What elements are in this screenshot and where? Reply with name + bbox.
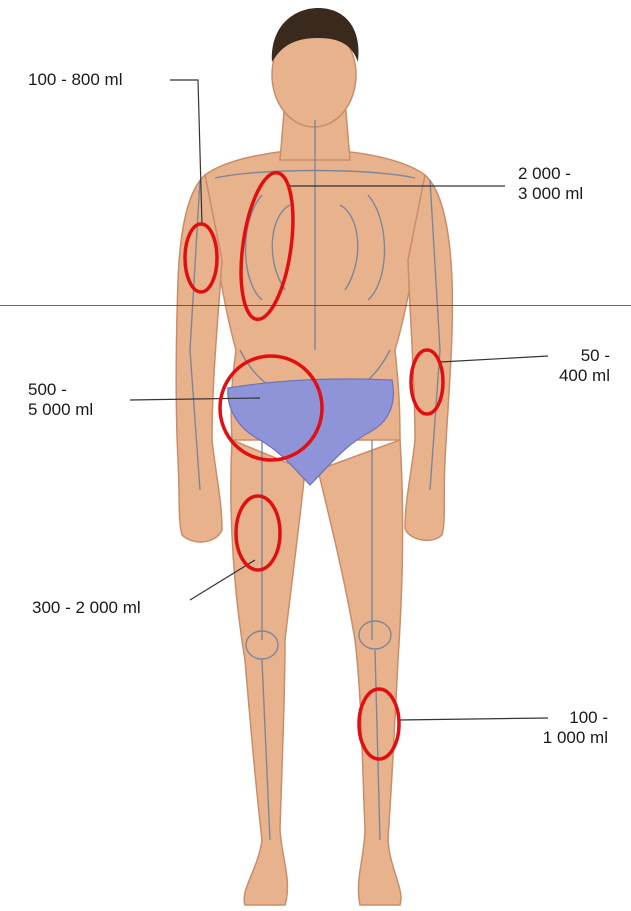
right-leg <box>318 440 403 905</box>
label-abdomen-pelvis: 500 - 5 000 ml <box>28 380 93 420</box>
label-lower-leg: 100 - 1 000 ml <box>500 708 608 748</box>
label-upper-arm: 100 - 800 ml <box>28 70 123 90</box>
scan-divider-line <box>0 305 631 306</box>
label-forearm: 50 - 400 ml <box>520 346 610 386</box>
left-arm <box>176 175 222 542</box>
label-thigh: 300 - 2 000 ml <box>32 598 141 618</box>
label-chest: 2 000 - 3 000 ml <box>518 164 583 204</box>
